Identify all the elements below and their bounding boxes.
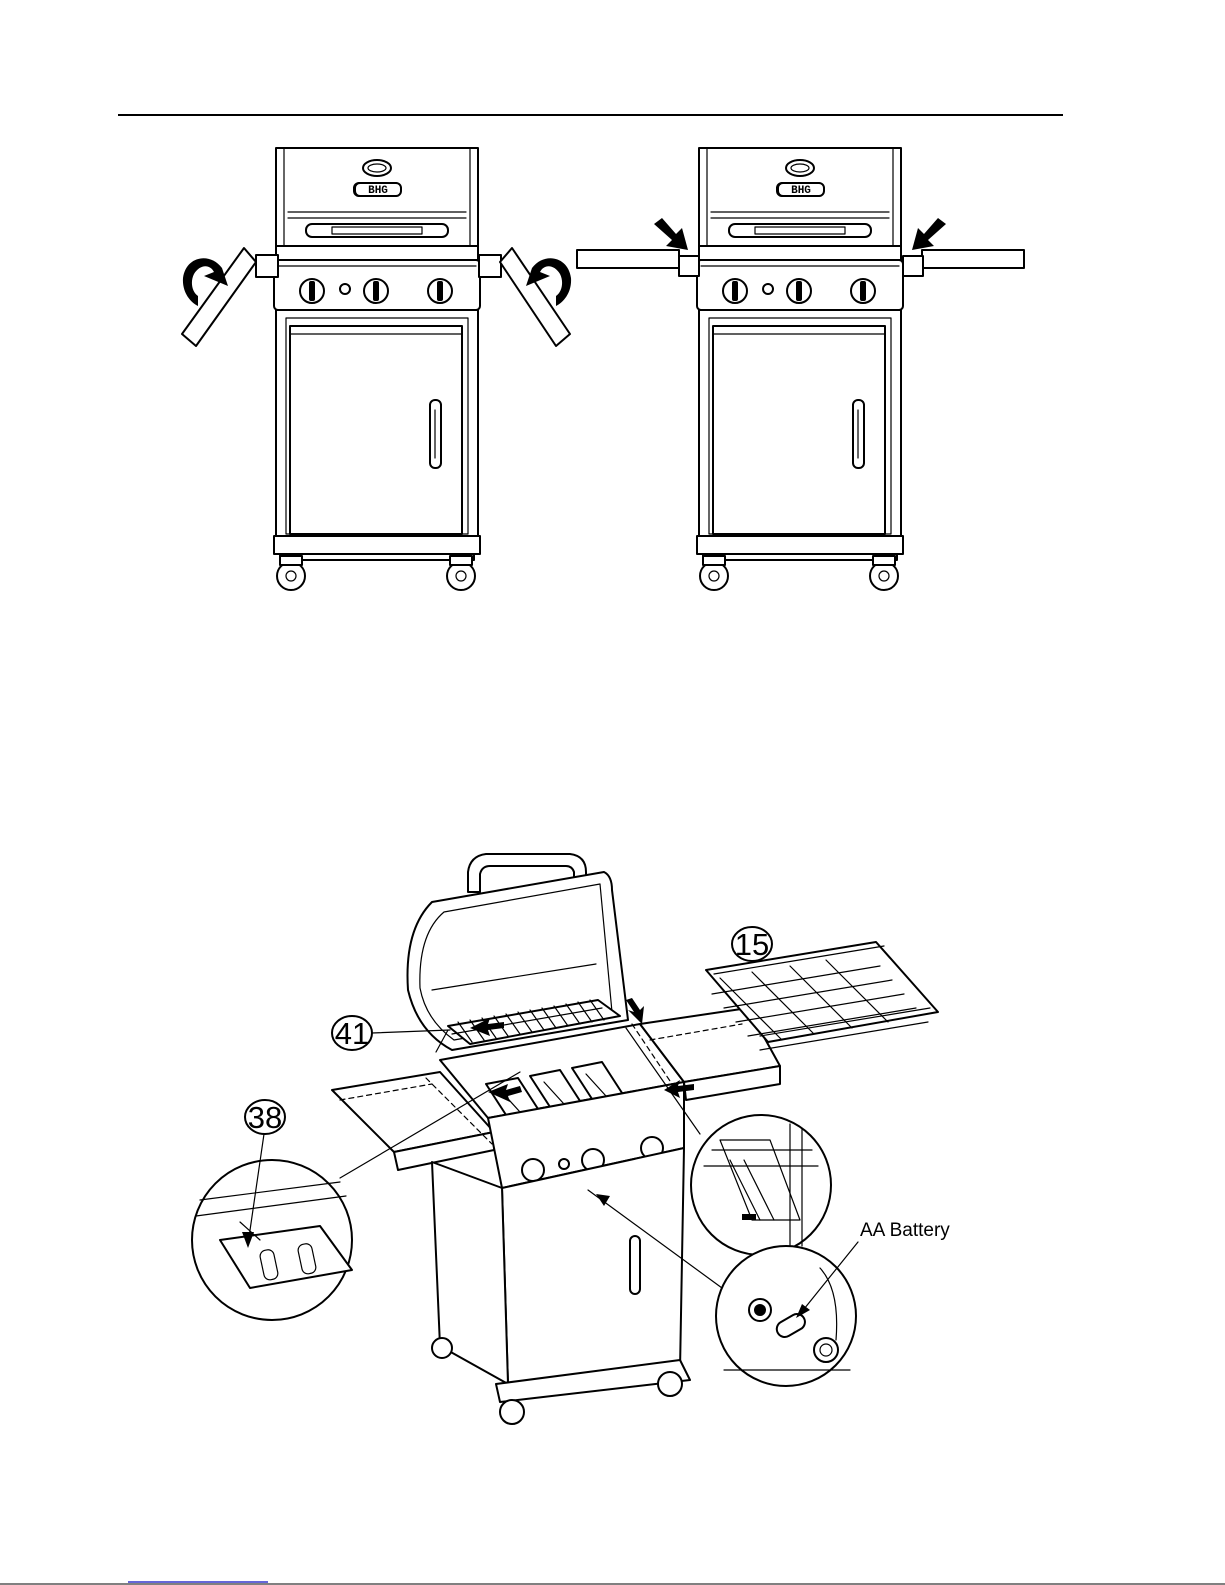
callout-label-38: 38 [248, 1100, 282, 1135]
callout-label-15: 15 [735, 927, 769, 962]
cart-door-handle [630, 1236, 640, 1294]
cart-door [502, 1148, 684, 1384]
right-shelf-bracket [903, 256, 923, 276]
caster-wheel [658, 1372, 682, 1396]
callout-label-41: 41 [335, 1016, 369, 1051]
left-shelf-extended [577, 250, 679, 268]
left-shelf-bracket [679, 256, 699, 276]
right-shelf-extended [922, 250, 1024, 268]
burner-knob [522, 1159, 544, 1181]
battery-label: AA Battery [860, 1220, 950, 1241]
caster-wheel [432, 1338, 452, 1358]
left-shelf-bracket [256, 255, 278, 277]
press-arrow-left [654, 218, 688, 250]
callout-part-15: 15 [732, 927, 772, 962]
caster-wheel [500, 1400, 524, 1424]
brand-logo-text: BHG [368, 185, 388, 197]
grill-front-shelves-extended: BHG [577, 148, 1024, 590]
igniter-button [559, 1159, 569, 1169]
grill-front-shelves-folding: BHG [182, 148, 571, 590]
brand-logo-text: BHG [791, 185, 811, 197]
press-arrow-right [912, 218, 946, 250]
right-shelf-bracket [479, 255, 501, 277]
